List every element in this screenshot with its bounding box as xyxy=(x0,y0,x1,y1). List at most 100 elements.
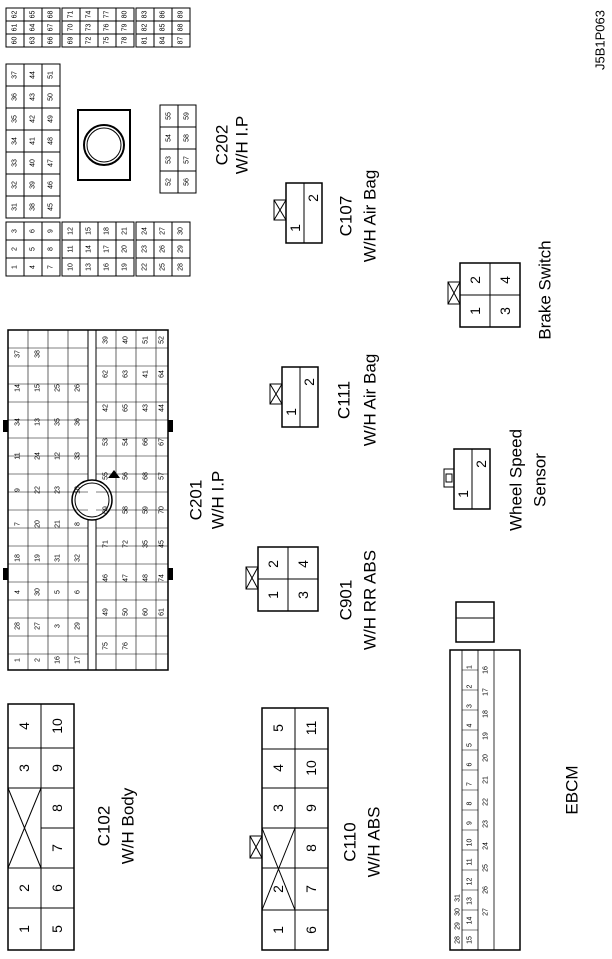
pin-number: 16 xyxy=(104,263,111,271)
pin-number: 7 xyxy=(15,522,22,526)
pin-number: 5 xyxy=(55,590,62,594)
pin-number: 2 xyxy=(35,658,42,662)
pin-number: 31 xyxy=(12,203,19,211)
pin-number: 11 xyxy=(15,452,22,459)
pin-number: 48 xyxy=(143,574,150,582)
connector-outline xyxy=(135,221,191,277)
harness-name: EBCM xyxy=(563,765,582,814)
divider-line xyxy=(7,787,42,869)
pin-number: 65 xyxy=(123,404,130,412)
pin-number: 40 xyxy=(123,336,130,344)
pin-number: 23 xyxy=(483,820,490,828)
pin-number: 52 xyxy=(166,178,173,186)
pin-number: 2 xyxy=(301,378,317,386)
pin-number: 73 xyxy=(86,24,93,32)
pin-number: 38 xyxy=(35,350,42,358)
pin-number: 9 xyxy=(303,804,319,812)
pin-number: 64 xyxy=(159,370,166,378)
pin-number: 66 xyxy=(143,438,150,446)
pin-number: 17 xyxy=(75,656,82,664)
pin-number: 71 xyxy=(103,540,110,548)
pin-number: 3 xyxy=(16,764,32,772)
pin-number: 52 xyxy=(159,336,166,344)
pin-number: 4 xyxy=(270,764,286,772)
pin-number: 78 xyxy=(122,37,129,45)
pin-number: 24 xyxy=(142,227,149,235)
pin-number: 75 xyxy=(104,37,111,45)
pin-number: 71 xyxy=(68,11,75,19)
pin-number: 26 xyxy=(483,886,490,894)
pin-number: 58 xyxy=(184,134,191,142)
pin-number: 21 xyxy=(483,776,490,784)
connector-outline xyxy=(455,601,495,643)
pin-number: 35 xyxy=(55,418,62,426)
pin-number: 2 xyxy=(270,885,286,893)
pin-number: 55 xyxy=(166,112,173,120)
pin-number: 5 xyxy=(30,247,37,251)
pin-number: 2 xyxy=(467,684,474,688)
pin-number: 14 xyxy=(15,384,22,392)
connector-outline xyxy=(443,468,455,488)
pin-number: 12 xyxy=(467,878,474,886)
pin-number: 11 xyxy=(303,721,319,736)
pin-number: 3 xyxy=(497,307,513,315)
pin-number: 36 xyxy=(75,418,82,426)
pin-number: 6 xyxy=(303,926,319,934)
pin-number: 69 xyxy=(103,506,110,514)
connector-outline xyxy=(5,7,61,48)
pin-number: 53 xyxy=(166,156,173,164)
pin-number: 62 xyxy=(12,11,19,19)
pin-number: 3 xyxy=(295,591,311,599)
pin-number: 29 xyxy=(455,922,462,930)
pin-number: 15 xyxy=(86,227,93,235)
pin-number: 9 xyxy=(48,229,55,233)
pin-number: 41 xyxy=(30,137,37,145)
pin-number: 39 xyxy=(30,181,37,189)
lock-tab xyxy=(3,568,8,580)
pin-number: 40 xyxy=(30,159,37,167)
pin-number: 25 xyxy=(483,864,490,872)
center-bolt xyxy=(74,482,110,518)
pin-number: 72 xyxy=(123,540,130,548)
pin-number: 10 xyxy=(68,263,75,271)
center-bolt xyxy=(83,124,125,166)
key-mark xyxy=(447,281,461,305)
key-mark xyxy=(249,835,263,859)
pin-number: 47 xyxy=(48,159,55,167)
harness-name: W/H Body xyxy=(119,787,138,864)
connector-outline xyxy=(249,835,263,859)
connector-outline xyxy=(449,649,521,951)
connector-code: C202 xyxy=(213,125,232,166)
pin-number: 79 xyxy=(122,24,129,32)
pin-number: 17 xyxy=(483,688,490,696)
pin-number: 68 xyxy=(48,11,55,19)
pin-number: 31 xyxy=(455,894,462,902)
harness-name: Wheel Speed xyxy=(507,429,526,531)
pin-number: 47 xyxy=(123,574,130,582)
pin-number: 18 xyxy=(104,227,111,235)
lock-tab xyxy=(168,420,173,432)
pin-number: 19 xyxy=(122,263,129,271)
pin-number: 7 xyxy=(48,265,55,269)
pin-number: 4 xyxy=(16,722,32,730)
pin-number: 63 xyxy=(123,370,130,378)
pin-number: 1 xyxy=(265,591,281,599)
pin-number: 7 xyxy=(303,885,319,893)
pin-number: 32 xyxy=(12,181,19,189)
pin-number: 15 xyxy=(467,936,474,944)
connector-outline xyxy=(273,199,287,221)
pin-number: 61 xyxy=(159,608,166,616)
pin-number: 25 xyxy=(160,263,167,271)
pin-number: 2 xyxy=(12,247,19,251)
drawing-id-text: J5B1P063 xyxy=(593,10,608,70)
pin-number: 9 xyxy=(15,488,22,492)
pin-number: 55 xyxy=(103,472,110,480)
lock-tab xyxy=(3,420,8,432)
pin-number: 16 xyxy=(483,666,490,674)
pin-number: 44 xyxy=(30,71,37,79)
pin-number: 27 xyxy=(160,227,167,235)
pin-number: 67 xyxy=(159,438,166,446)
